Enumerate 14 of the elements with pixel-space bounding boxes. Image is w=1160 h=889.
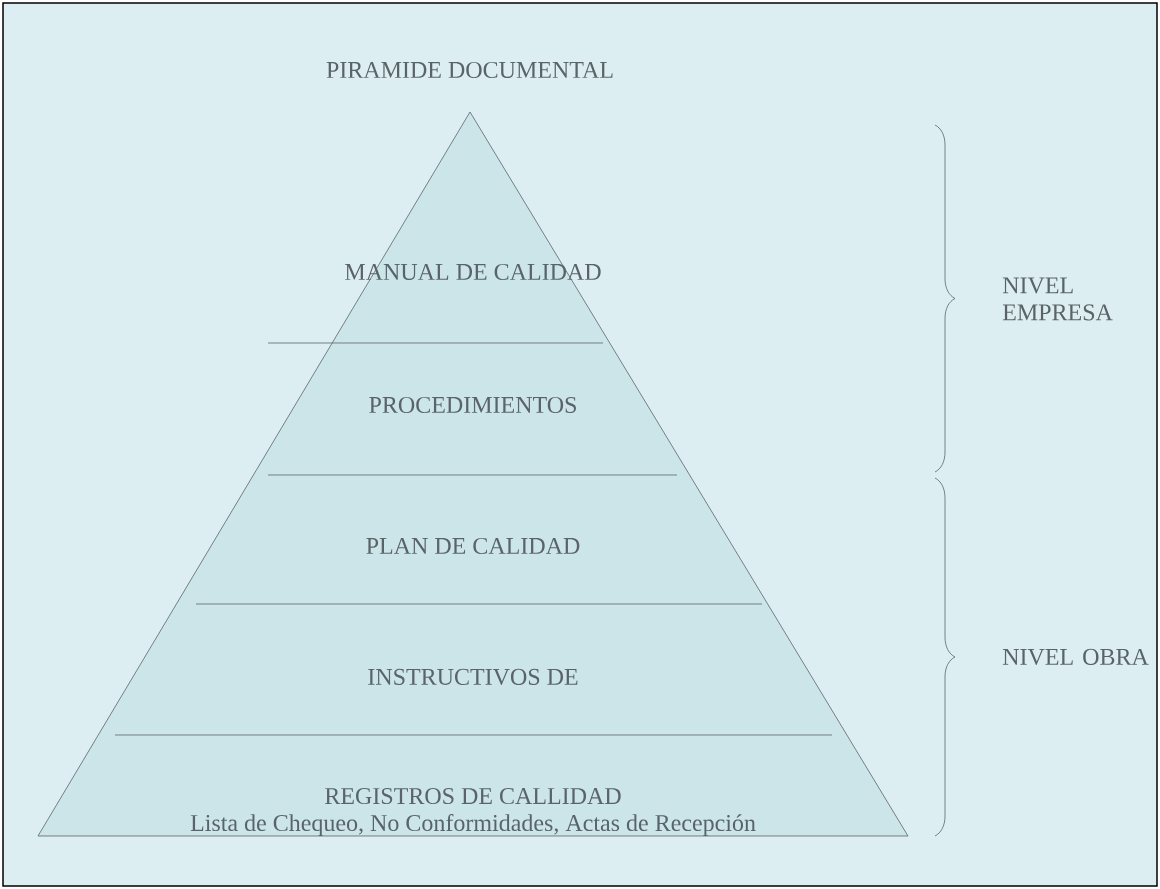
- level-label: NIVEL OBRA: [1002, 648, 1149, 666]
- pyramid-tier: MANUAL DE CALIDAD: [332, 112, 610, 343]
- node-label: Lista de Chequeo, No Conformidades, Actas de Recepción: [190, 813, 756, 836]
- node-label: PLAN DE CALIDAD: [366, 537, 580, 555]
- pyramid-tier: PLAN DE CALIDAD: [176, 475, 768, 604]
- node-label: INSTRUCTIVOS DE: [368, 668, 578, 686]
- node-label: PROCEDIMIENTOS: [369, 396, 576, 414]
- pyramid-tier: INSTRUCTIVOS DE: [98, 604, 847, 735]
- pyramid-tier: REGISTROS DE CALLIDAD Lista de Chequeo, No Conformidades, Actas de Recepción: [38, 735, 908, 836]
- level-label: NIVEL EMPRESA: [1002, 277, 1113, 321]
- node-label: MANUAL DE CALIDAD: [345, 263, 601, 281]
- title: PIRAMIDE DOCUMENTAL: [326, 61, 613, 79]
- node-label: REGISTROS DE CALLIDAD: [325, 787, 621, 805]
- pyramid-tier: PROCEDIMIENTOS: [253, 343, 690, 475]
